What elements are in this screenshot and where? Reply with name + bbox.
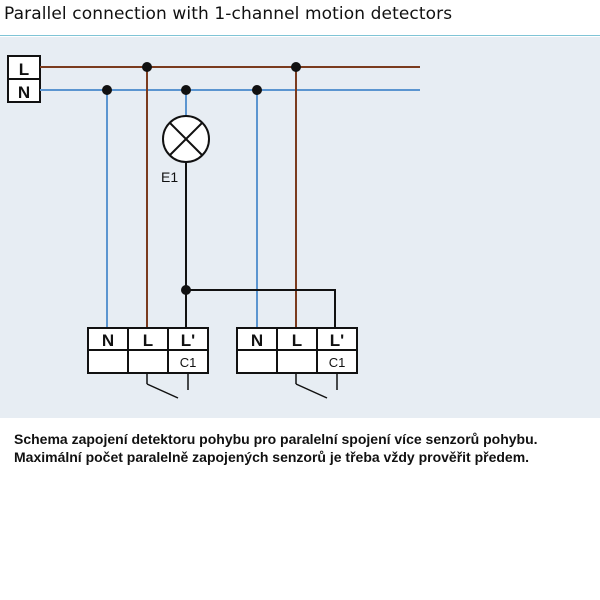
detector2-contact-label: C1 — [329, 355, 346, 370]
lamp-label: E1 — [161, 169, 178, 185]
caption-line-1: Schema zapojení detektoru pohybu pro par… — [14, 431, 538, 447]
caption-line-2: Maximální počet paralelně zapojených sen… — [14, 449, 530, 465]
junction-dot — [181, 85, 191, 95]
wiring-diagram: L N E1 — [0, 37, 600, 418]
motion-detector-1: N L L' C1 — [87, 327, 209, 399]
detector1-terminal-l-switched: L' — [181, 331, 195, 350]
diagram-caption: Schema zapojení detektoru pohybu pro par… — [14, 430, 584, 466]
motion-detector-2: N L L' C1 — [236, 327, 358, 399]
detector2-relay-contact-icon — [295, 373, 338, 399]
junction-dot — [291, 62, 301, 72]
detector2-terminal-l-switched: L' — [330, 331, 344, 350]
supply-label-l: L — [19, 60, 29, 79]
title-divider — [0, 35, 600, 36]
detector2-terminal-n: N — [251, 331, 263, 350]
junction-dot — [181, 285, 191, 295]
wiring-diagram-svg: L N E1 — [7, 55, 420, 399]
detector1-relay-contact-icon — [146, 373, 189, 399]
detector1-terminal-l: L — [143, 331, 153, 350]
junction-dot — [142, 62, 152, 72]
detector1-terminal-n: N — [102, 331, 114, 350]
page-title: Parallel connection with 1-channel motio… — [4, 4, 453, 24]
detector1-contact-label: C1 — [180, 355, 197, 370]
detector2-terminal-l: L — [292, 331, 302, 350]
supply-label-n: N — [18, 83, 30, 102]
junction-dot — [102, 85, 112, 95]
lamp-e1-icon — [162, 115, 210, 163]
supply-terminal-block: L N — [7, 55, 41, 103]
switched-bridge-wire — [186, 289, 336, 330]
junction-dot — [252, 85, 262, 95]
